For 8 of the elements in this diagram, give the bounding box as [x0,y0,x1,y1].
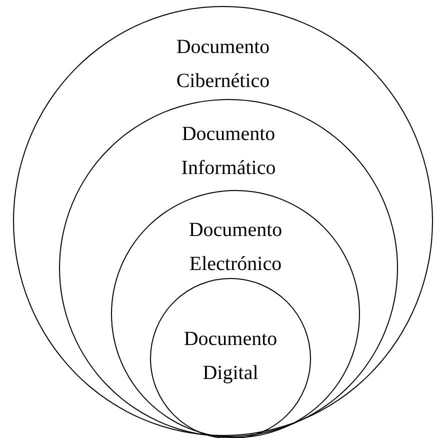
circle-label: Documento Cibernético [175,35,271,94]
circle-label: Documento Informático [180,122,277,181]
circle [13,6,433,436]
circle-label: Documento Digital [182,327,278,386]
circle [111,190,360,438]
circle [59,99,398,437]
circle-label: Documento Electrónico [188,218,284,277]
circle [150,278,311,438]
